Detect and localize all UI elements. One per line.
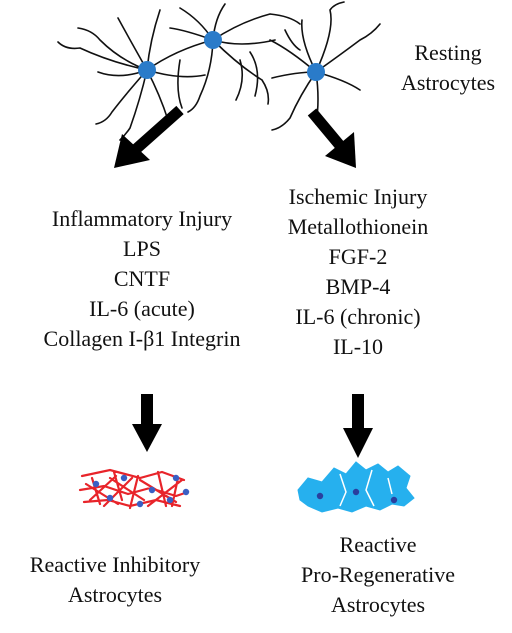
astrocyte-nucleus-2 [204,31,222,49]
arrow-right-down [343,394,373,458]
right-stimulus-2: Metallothionein [287,214,429,239]
left-stimulus-1: Inflammatory Injury [51,206,233,231]
right-stimulus-5: IL-6 (chronic) [295,304,421,329]
right-result-line-2: Pro-Regenerative [301,562,455,587]
inflammatory-stimuli-list: Inflammatory Injury LPS CNTF IL-6 (acute… [0,204,284,354]
arrow-left-down [132,394,162,452]
left-result-line-1: Reactive Inhibitory [29,552,201,577]
astrocyte-nucleus-3 [307,63,325,81]
left-stimulus-3: CNTF [113,266,171,291]
reactive-regenerative-label: Reactive Pro-Regenerative Astrocytes [278,530,478,620]
left-stimulus-2: LPS [123,236,161,261]
right-stimulus-3: FGF-2 [328,244,388,269]
resting-line-2: Astrocytes [400,70,496,95]
left-result-line-2: Astrocytes [67,582,163,607]
arrow-right-diagonal [307,108,356,168]
right-result-line-3: Astrocytes [330,592,426,617]
astrocyte-nucleus-1 [138,61,156,79]
resting-astrocytes-label: Resting Astrocytes [386,38,510,98]
arrow-left-diagonal [114,105,184,168]
inhibitory-nuclei [92,474,190,508]
right-stimulus-1: Ischemic Injury [288,184,428,209]
inhibitory-astrocytes-drawing [78,468,190,510]
right-stimulus-6: IL-10 [332,334,384,359]
right-stimulus-4: BMP-4 [325,274,391,299]
left-stimulus-5: Collagen I-β1 Integrin [43,326,241,351]
resting-line-1: Resting [414,40,482,65]
reactive-inhibitory-label: Reactive Inhibitory Astrocytes [0,550,230,610]
left-stimulus-4: IL-6 (acute) [89,296,195,321]
resting-astrocytes-drawing [57,1,381,141]
ischemic-stimuli-list: Ischemic Injury Metallothionein FGF-2 BM… [258,182,458,362]
regenerative-astrocytes-drawing [297,461,415,513]
right-result-line-1: Reactive [339,532,417,557]
